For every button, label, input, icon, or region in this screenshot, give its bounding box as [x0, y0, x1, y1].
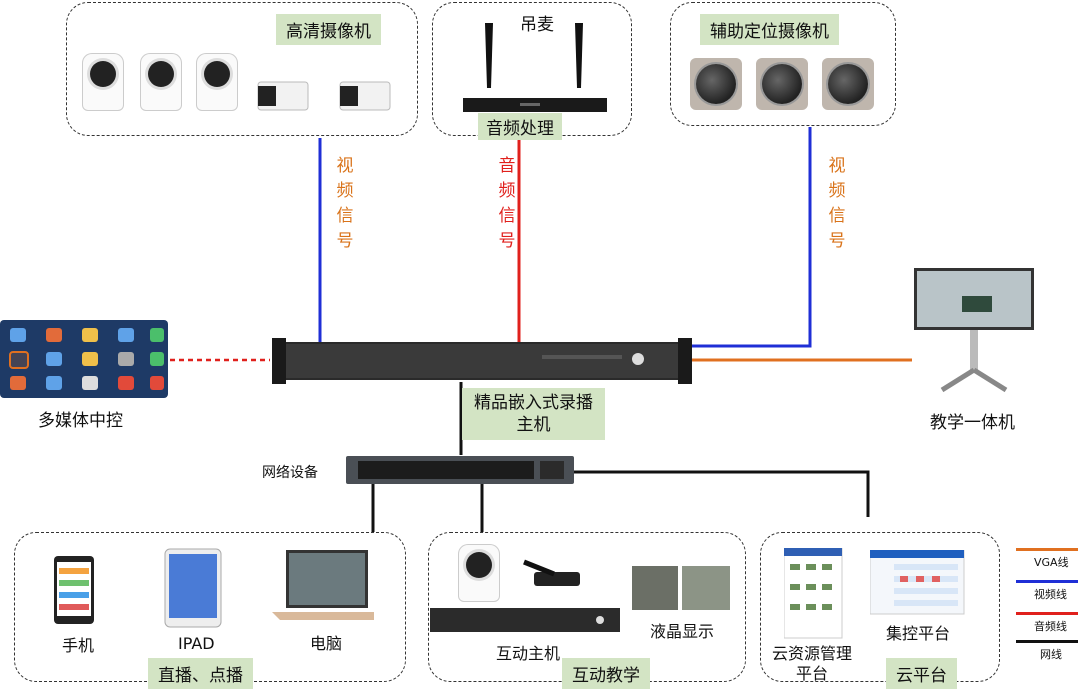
phone-label: 手机 [62, 636, 95, 655]
legend-label-audio: 音频线 [1034, 620, 1067, 633]
computer-label: 电脑 [310, 634, 343, 653]
cloud-resource-screen [784, 548, 843, 639]
lcd-display-device [632, 566, 730, 610]
hd-camera-2 [140, 53, 182, 111]
interactive-host-device [430, 608, 620, 632]
hd-camera-group [66, 2, 418, 136]
central-control-label: 集控平台 [886, 624, 951, 643]
mic-label: 吊麦 [520, 15, 554, 35]
legend-swatch-audio [1016, 612, 1078, 615]
cloud-group [760, 532, 1000, 682]
net-line-cloud [573, 470, 870, 517]
hd-camera-3 [196, 53, 238, 111]
video-signal-label-left: 视频信号 [336, 156, 354, 251]
audio-signal-label: 音频信号 [498, 156, 516, 251]
cloud-platform-tag: 云平台 [886, 658, 957, 689]
hd-camera-tag: 高清摄像机 [276, 14, 381, 45]
control-tablet [0, 320, 168, 398]
video-signal-label-right: 视频信号 [828, 156, 846, 251]
box-camera-2 [339, 81, 391, 111]
teaching-machine-label: 教学一体机 [930, 413, 1015, 433]
phone-device [54, 556, 94, 624]
dome-camera-1 [690, 58, 742, 110]
legend-label-network: 网线 [1040, 648, 1062, 661]
ipad-device [164, 548, 222, 628]
network-device-label: 网络设备 [262, 465, 318, 481]
mic-device [463, 23, 607, 112]
legend-label-vga: VGA线 [1034, 556, 1069, 569]
legend-swatch-network [1016, 640, 1078, 643]
video-line-right [690, 127, 812, 348]
lcd-display-label: 液晶显示 [650, 622, 715, 641]
legend-label-video: 视频线 [1034, 588, 1067, 601]
interactive-host-label: 互动主机 [496, 644, 561, 663]
dome-camera-3 [822, 58, 874, 110]
recorder-host-device [272, 338, 692, 384]
multimedia-control-label: 多媒体中控 [38, 411, 123, 431]
wireless-mic-device [523, 559, 580, 586]
live-vod-tag: 直播、点播 [148, 658, 253, 689]
box-camera-1 [257, 81, 309, 111]
recorder-host-tag: 精品嵌入式录播 主机 [462, 388, 605, 440]
network-switch-device [346, 456, 574, 484]
legend-swatch-video [1016, 580, 1078, 583]
audio-processing-tag: 音频处理 [478, 113, 562, 140]
ipad-label: IPAD [178, 634, 215, 653]
legend-swatch-vga [1016, 548, 1078, 551]
central-control-screen [870, 550, 965, 615]
cloud-resource-label: 云资源管理 平台 [772, 644, 853, 683]
teaching-machine-device [914, 268, 1034, 393]
computer-device [272, 550, 374, 620]
aux-camera-tag: 辅助定位摄像机 [700, 14, 839, 45]
dome-camera-2 [756, 58, 808, 110]
interactive-teaching-tag: 互动教学 [562, 658, 650, 689]
interactive-camera [458, 544, 500, 602]
aux-camera-group [670, 2, 896, 126]
hd-camera-1 [82, 53, 124, 111]
